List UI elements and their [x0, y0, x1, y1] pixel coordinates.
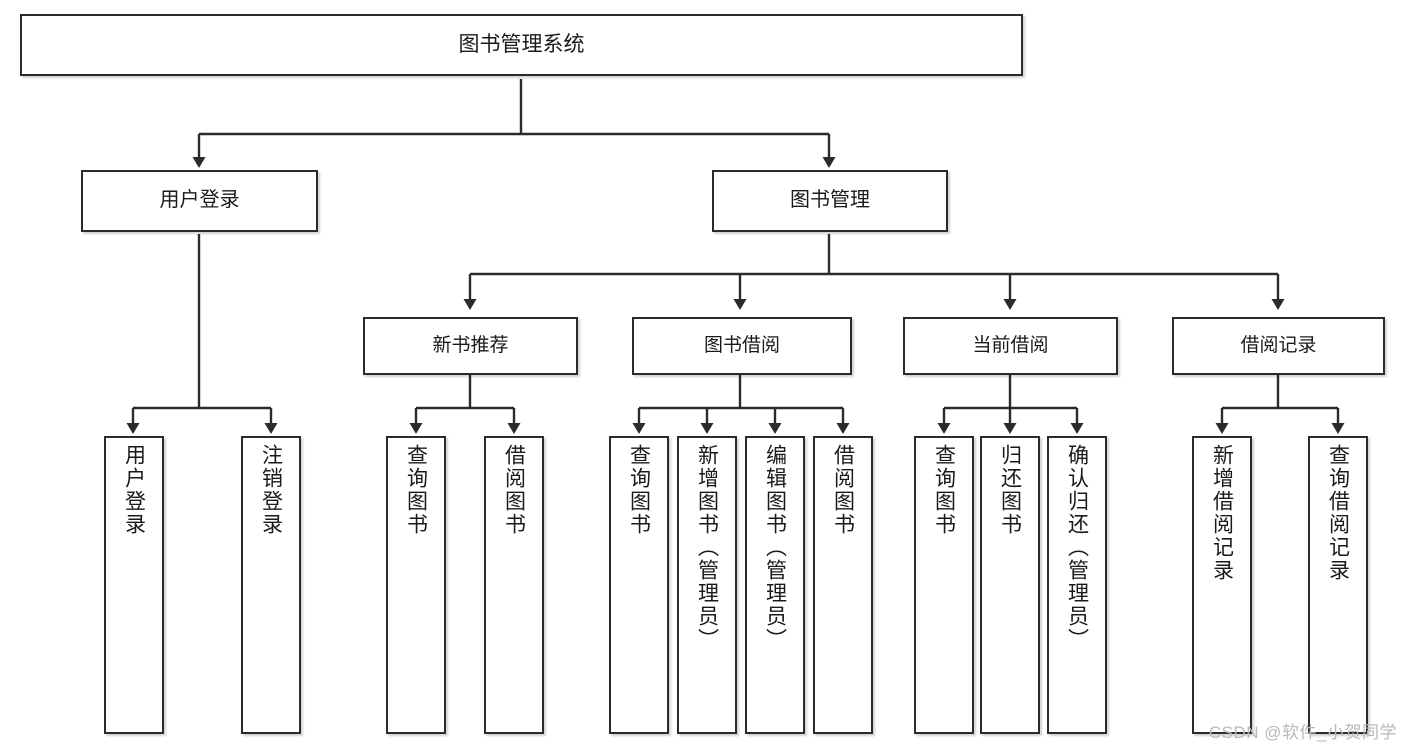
- leaf-confirm-return-admin-label: 确认归还（管理员）: [1065, 444, 1089, 651]
- node-current-borrow[interactable]: 当前借阅: [903, 317, 1118, 375]
- node-user-login-label: 用户登录: [159, 189, 240, 212]
- csdn-watermark: CSDN @软件_小贺同学: [1208, 723, 1397, 742]
- node-book-borrow[interactable]: 图书借阅: [632, 317, 852, 375]
- leaf-add-borrow-record[interactable]: 新增借阅记录: [1192, 436, 1252, 734]
- leaf-user-login[interactable]: 用户登录: [104, 436, 164, 734]
- leaf-logout-login-label: 注销登录: [259, 444, 283, 536]
- leaf-confirm-return-admin[interactable]: 确认归还（管理员）: [1047, 436, 1107, 734]
- leaf-borrow-book-1-label: 借阅图书: [502, 444, 526, 536]
- leaf-add-borrow-record-label: 新增借阅记录: [1210, 444, 1234, 582]
- node-root[interactable]: 图书管理系统: [20, 14, 1023, 76]
- node-borrow-record[interactable]: 借阅记录: [1172, 317, 1385, 375]
- leaf-add-book-admin[interactable]: 新增图书（管理员）: [677, 436, 737, 734]
- leaf-query-borrow-record[interactable]: 查询借阅记录: [1308, 436, 1368, 734]
- node-new-book-rec[interactable]: 新书推荐: [363, 317, 578, 375]
- leaf-borrow-book-1[interactable]: 借阅图书: [484, 436, 544, 734]
- leaf-query-borrow-record-label: 查询借阅记录: [1326, 444, 1350, 582]
- leaf-query-book-1[interactable]: 查询图书: [386, 436, 446, 734]
- node-book-manage-label: 图书管理: [790, 189, 870, 212]
- leaf-edit-book-admin-label: 编辑图书（管理员）: [763, 444, 787, 651]
- leaf-query-book-1-label: 查询图书: [404, 444, 428, 536]
- leaf-add-book-admin-label: 新增图书（管理员）: [695, 444, 719, 651]
- node-book-borrow-label: 图书借阅: [703, 334, 780, 356]
- leaf-return-book[interactable]: 归还图书: [980, 436, 1040, 734]
- leaf-query-book-3-label: 查询图书: [932, 444, 956, 536]
- node-new-book-rec-label: 新书推荐: [432, 334, 509, 356]
- leaf-borrow-book-2-label: 借阅图书: [831, 444, 855, 536]
- leaf-query-book-2[interactable]: 查询图书: [609, 436, 669, 734]
- leaf-logout-login[interactable]: 注销登录: [241, 436, 301, 734]
- node-root-label: 图书管理系统: [458, 32, 585, 56]
- node-current-borrow-label: 当前借阅: [972, 334, 1049, 356]
- leaf-edit-book-admin[interactable]: 编辑图书（管理员）: [745, 436, 805, 734]
- node-borrow-record-label: 借阅记录: [1240, 334, 1317, 356]
- leaf-borrow-book-2[interactable]: 借阅图书: [813, 436, 873, 734]
- node-user-login[interactable]: 用户登录: [81, 170, 318, 232]
- leaf-query-book-3[interactable]: 查询图书: [914, 436, 974, 734]
- leaf-user-login-label: 用户登录: [122, 444, 146, 536]
- leaf-return-book-label: 归还图书: [998, 444, 1022, 536]
- leaf-query-book-2-label: 查询图书: [627, 444, 651, 536]
- node-book-manage[interactable]: 图书管理: [712, 170, 948, 232]
